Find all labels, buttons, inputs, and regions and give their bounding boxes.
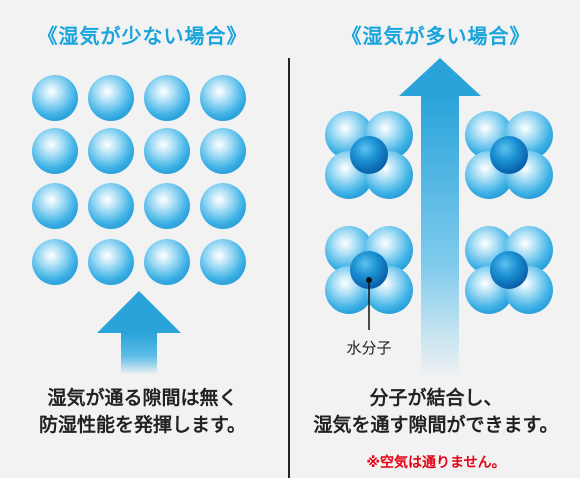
molecule bbox=[144, 75, 190, 121]
molecule bbox=[88, 239, 134, 285]
molecule bbox=[32, 128, 78, 174]
right-caption-line-1: 分子が結合し、 bbox=[369, 387, 503, 409]
left-up-arrow bbox=[97, 291, 181, 375]
molecule bbox=[144, 128, 190, 174]
left-molecule-grid bbox=[32, 75, 246, 285]
right-molecule-clusters bbox=[325, 111, 553, 314]
molecule bbox=[88, 183, 134, 229]
molecule bbox=[144, 239, 190, 285]
water-molecule bbox=[490, 136, 528, 174]
right-up-arrow bbox=[399, 58, 481, 378]
molecule bbox=[32, 75, 78, 121]
molecule bbox=[88, 75, 134, 121]
molecule bbox=[32, 183, 78, 229]
water-molecule bbox=[350, 136, 388, 174]
air-note: ※空気は通りません。 bbox=[366, 455, 506, 471]
molecule bbox=[144, 183, 190, 229]
left-caption-line-2: 防湿性能を発揮します。 bbox=[38, 414, 247, 436]
water-molecule bbox=[490, 251, 528, 289]
right-caption-line-2: 湿気を通す隙間ができます。 bbox=[313, 414, 559, 436]
molecule bbox=[200, 183, 246, 229]
molecule bbox=[200, 75, 246, 121]
right-heading: 《湿気が多い場合》 bbox=[341, 24, 531, 48]
molecule bbox=[32, 239, 78, 285]
water-molecule bbox=[350, 251, 388, 289]
left-heading: 《湿気が少ない場合》 bbox=[37, 24, 248, 48]
molecule bbox=[88, 128, 134, 174]
molecule bbox=[200, 239, 246, 285]
left-caption-line-1: 湿気が通る隙間は無く bbox=[47, 387, 238, 409]
water-molecule-pointer-dot bbox=[366, 277, 372, 283]
water-molecule-label: 水分子 bbox=[346, 339, 392, 357]
molecule bbox=[200, 128, 246, 174]
